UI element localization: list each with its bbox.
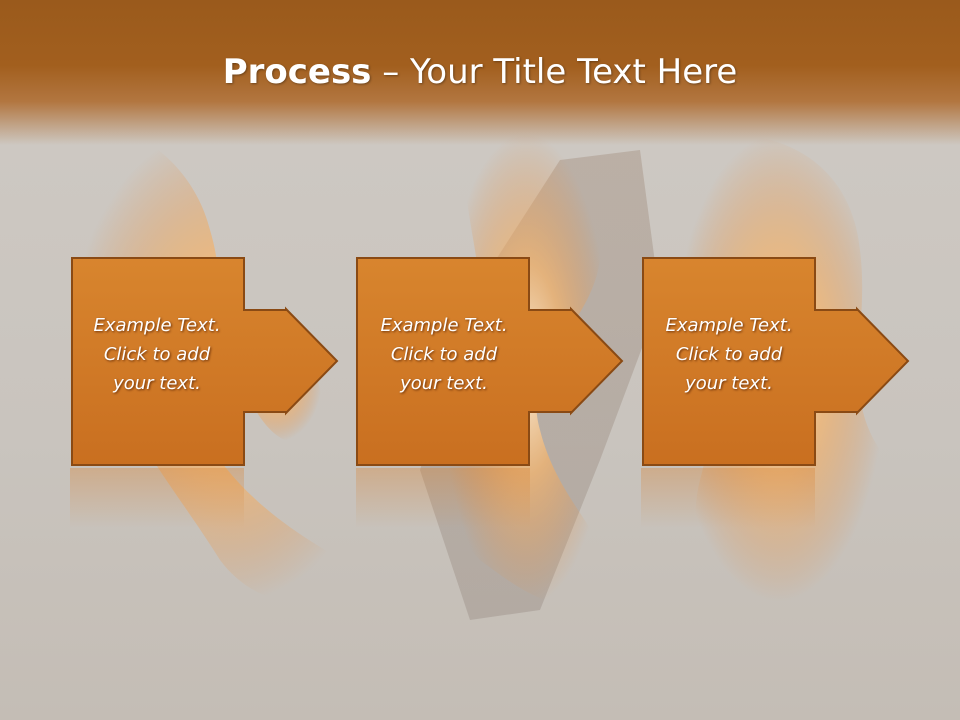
step-1-line-2: Click to add [103,344,211,365]
step-1-line-3: your text. [113,373,201,394]
step-2-line-1: Example Text. [380,315,508,336]
step-3-line-3: your text. [685,373,773,394]
step-1-line-1: Example Text. [93,315,221,336]
box-reflection [70,468,244,528]
process-step-1-text[interactable]: Example Text. Click to add your text. [72,311,242,398]
process-step-2-text[interactable]: Example Text. Click to add your text. [359,311,529,398]
title-rest: – Your Title Text Here [371,52,738,92]
box-reflection [356,468,530,528]
step-2-line-3: your text. [400,373,488,394]
title-banner [0,0,960,145]
process-step-1-shape[interactable] [71,257,339,466]
step-2-line-2: Click to add [390,344,498,365]
title-bold: Process [222,52,372,92]
process-step-2-shape[interactable] [356,257,624,466]
step-3-line-2: Click to add [675,344,783,365]
process-step-3-shape[interactable] [642,257,910,466]
box-reflection [641,468,815,528]
process-step-3-text[interactable]: Example Text. Click to add your text. [644,311,814,398]
slide-title[interactable]: Process – Your Title Text Here [0,52,960,92]
step-3-line-1: Example Text. [665,315,793,336]
